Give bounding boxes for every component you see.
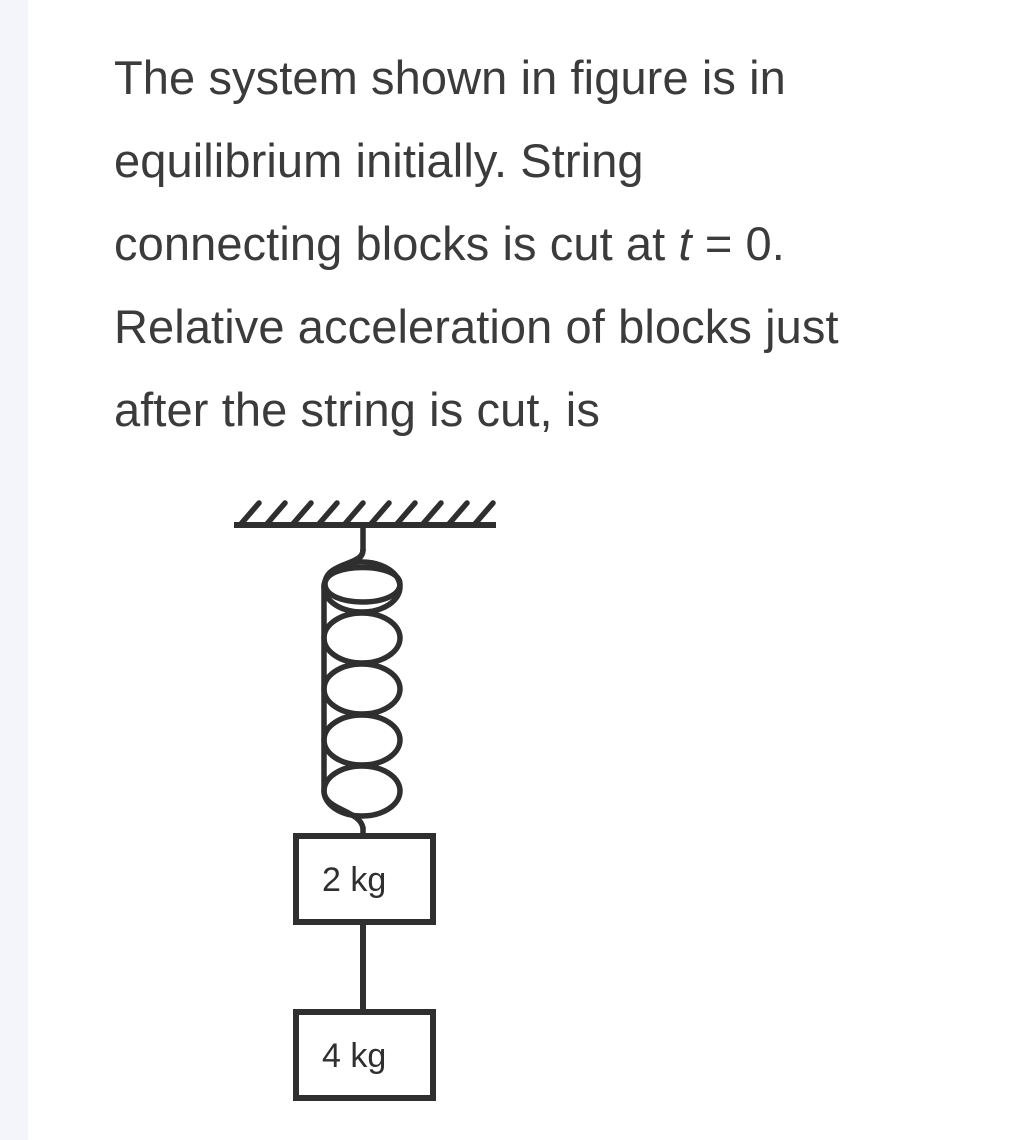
left-margin-strip [0,0,28,1140]
time-variable: t [678,217,692,270]
question-line-5: after the string is cut, is [114,383,600,436]
physics-figure: 2 kg 4 kg [210,480,540,1120]
question-line-2: equilibrium initially. String [114,134,644,187]
figure-svg: 2 kg 4 kg [234,500,496,1101]
question-line-3-prefix: connecting blocks is cut at [114,217,679,270]
block-4kg-label: 4 kg [322,1037,386,1075]
question-line-3-suffix: = 0. [691,217,785,270]
question-line-3: connecting blocks is cut at t = 0. [114,202,974,285]
block-2kg-label: 2 kg [322,861,386,899]
question-line-4: Relative acceleration of blocks just [114,300,839,353]
block-4kg: 4 kg [293,1009,436,1101]
hatched-ceiling-icon [234,500,496,528]
coil-spring-icon [321,522,403,839]
question-line-1: The system shown in figure is in [114,51,786,104]
question-text-block: The system shown in figure is in equilib… [114,36,974,451]
block-2kg: 2 kg [293,833,436,925]
